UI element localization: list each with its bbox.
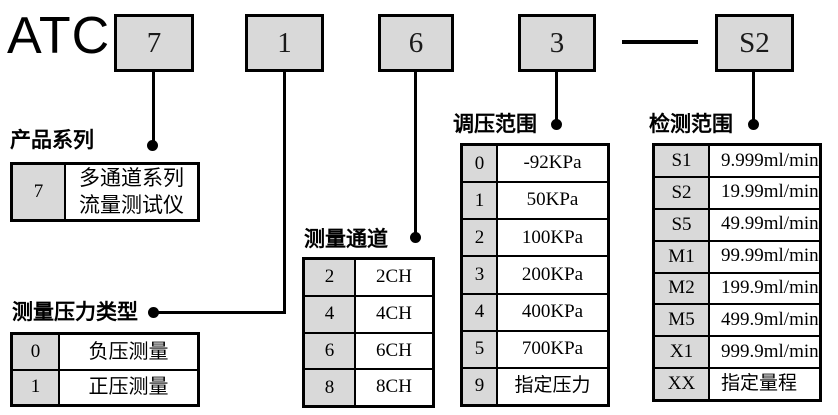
code-key-cell: M5 xyxy=(655,305,710,336)
code-key-cell: 1 xyxy=(13,370,60,404)
table-row: XX 指定量程 xyxy=(655,369,819,399)
table-row: M1 99.99ml/min xyxy=(655,241,819,274)
code-key-cell: 6 xyxy=(305,333,356,369)
code-key-cell: X1 xyxy=(655,337,710,368)
code-value-cell: 负压测量 xyxy=(88,340,169,363)
product-series-table: 7 多通道系列 流量测试仪 xyxy=(10,162,200,222)
label-regulation-range: 调压范围 xyxy=(453,113,537,136)
code-value-cell: 999.9ml/min xyxy=(721,340,819,362)
table-row: 2 100KPa xyxy=(463,220,607,258)
code-value-cell: 指定压力 xyxy=(514,375,591,397)
code-value-cell: 99.99ml/min xyxy=(721,245,819,267)
table-row: M5 499.9ml/min xyxy=(655,305,819,338)
label-channels: 测量通道 xyxy=(304,228,388,251)
code-box-detection: S2 xyxy=(715,14,794,72)
code-value-cell: 19.99ml/min xyxy=(721,181,819,203)
detection-range-table: S1 9.999ml/min S2 19.99ml/min S5 49.99ml… xyxy=(652,143,822,402)
code-box-pressure-type: 1 xyxy=(245,14,324,72)
code-key-cell: S1 xyxy=(655,146,710,176)
connector-channels-dot xyxy=(410,232,421,243)
code-value-cell: 49.99ml/min xyxy=(721,213,819,235)
code-value-cell: -92KPa xyxy=(523,152,582,174)
table-row: S1 9.999ml/min xyxy=(655,146,819,178)
model-prefix: ATC xyxy=(7,7,111,65)
code-key-cell: 9 xyxy=(463,368,498,404)
connector-series-dot xyxy=(147,140,158,151)
code-key-cell: 4 xyxy=(305,296,356,332)
code-value-cell: 50KPa xyxy=(526,189,579,211)
code-separator-dash xyxy=(622,40,698,44)
code-key-cell: S5 xyxy=(655,209,710,240)
table-row: 1 正压测量 xyxy=(13,370,197,404)
code-key-cell: 7 xyxy=(13,165,66,219)
code-key-cell: 3 xyxy=(463,257,498,293)
code-key-cell: 2 xyxy=(463,220,498,256)
code-key-cell: XX xyxy=(655,369,710,399)
label-detection-range: 检测范围 xyxy=(649,113,733,136)
table-row: 7 多通道系列 流量测试仪 xyxy=(13,165,197,219)
table-row: 8 8CH xyxy=(305,370,432,405)
code-value-cell: 499.9ml/min xyxy=(721,308,819,330)
channels-table: 2 2CH 4 4CH 6 6CH 8 8CH xyxy=(302,257,435,408)
connector-regulation-dot xyxy=(551,119,562,130)
connector-pressure-type-vline xyxy=(283,72,286,314)
label-pressure-type: 测量压力类型 xyxy=(12,301,138,324)
code-value-cell: 4CH xyxy=(376,302,412,324)
code-key-cell: M1 xyxy=(655,241,710,272)
connector-detection-dot xyxy=(748,119,759,130)
code-value-cell: 多通道系列 流量测试仪 xyxy=(79,165,184,217)
code-key-cell: 1 xyxy=(463,183,498,219)
code-key-cell: 8 xyxy=(305,370,356,405)
code-value-cell: 400KPa xyxy=(521,300,584,322)
connector-channels-line xyxy=(414,72,417,235)
code-key-cell: S2 xyxy=(655,177,710,208)
pressure-type-table: 0 负压测量 1 正压测量 xyxy=(10,332,200,407)
code-box-series: 7 xyxy=(114,14,194,72)
code-value-cell: 9.999ml/min xyxy=(721,149,819,171)
code-value-cell: 正压测量 xyxy=(88,376,169,399)
connector-series-line xyxy=(152,72,155,142)
code-value-cell: 700KPa xyxy=(521,337,584,359)
table-row: S2 19.99ml/min xyxy=(655,177,819,210)
table-row: 3 200KPa xyxy=(463,257,607,295)
table-row: 4 4CH xyxy=(305,296,432,334)
table-row: 5 700KPa xyxy=(463,331,607,369)
connector-regulation-line xyxy=(555,72,558,122)
code-box-channels: 6 xyxy=(378,14,454,72)
table-row: S5 49.99ml/min xyxy=(655,209,819,242)
table-row: M2 199.9ml/min xyxy=(655,273,819,306)
code-value-cell: 2CH xyxy=(376,266,412,288)
code-key-cell: 4 xyxy=(463,294,498,330)
code-value-cell: 指定量程 xyxy=(721,372,798,394)
code-value-cell: 200KPa xyxy=(521,263,584,285)
table-row: 2 2CH xyxy=(305,260,432,297)
code-key-cell: 2 xyxy=(305,260,356,295)
code-key-cell: M2 xyxy=(655,273,710,304)
connector-pressure-type-hline xyxy=(154,311,286,314)
code-value-cell: 6CH xyxy=(376,339,412,361)
table-row: 9 指定压力 xyxy=(463,368,607,404)
table-row: 6 6CH xyxy=(305,333,432,371)
code-key-cell: 0 xyxy=(13,335,60,369)
code-key-cell: 0 xyxy=(463,146,498,182)
table-row: 1 50KPa xyxy=(463,183,607,221)
code-value-cell: 100KPa xyxy=(521,226,584,248)
code-key-cell: 5 xyxy=(463,331,498,367)
code-value-cell: 199.9ml/min xyxy=(721,277,819,299)
code-box-regulation: 3 xyxy=(518,14,596,72)
regulation-range-table: 0 -92KPa 1 50KPa 2 100KPa 3 200KPa 4 400… xyxy=(460,143,610,407)
table-row: 4 400KPa xyxy=(463,294,607,332)
table-row: X1 999.9ml/min xyxy=(655,337,819,370)
connector-detection-line xyxy=(752,72,755,122)
table-row: 0 负压测量 xyxy=(13,335,197,371)
label-product-series: 产品系列 xyxy=(10,129,94,152)
code-value-cell: 8CH xyxy=(376,376,412,398)
table-row: 0 -92KPa xyxy=(463,146,607,184)
connector-pressure-type-dot xyxy=(148,307,159,318)
